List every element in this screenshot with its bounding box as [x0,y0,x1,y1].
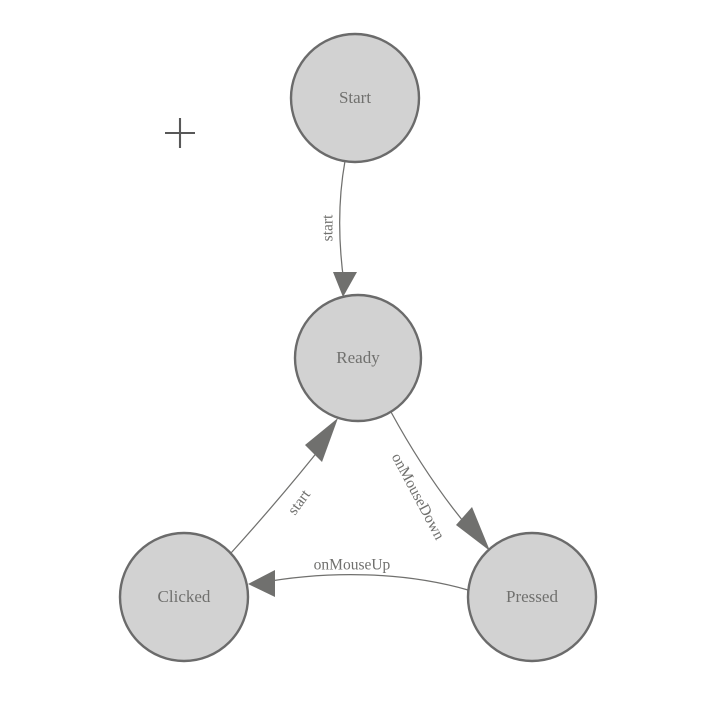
edge-pressed-to-clicked[interactable]: onMouseUp [248,557,469,597]
node-circle-pressed[interactable] [466,531,598,663]
node-label-clicked: Clicked [158,587,211,606]
node-circle-clicked[interactable] [118,531,250,663]
node-label-pressed: Pressed [506,587,558,606]
node-clicked[interactable]: Clicked [118,531,250,663]
edge-label-clicked-to-ready: start [285,486,315,518]
edge-path-start-to-ready[interactable] [339,160,346,284]
node-ready[interactable]: Ready [293,293,423,423]
edge-clicked-to-ready[interactable]: start [230,418,338,554]
node-start[interactable]: Start [289,32,421,164]
edge-start-to-ready[interactable]: start [320,160,357,297]
arrowhead-ready-to-pressed [456,507,490,551]
node-circle-ready[interactable] [293,293,423,423]
arrowhead-start-to-ready [333,272,357,297]
arrowhead-pressed-to-clicked [248,570,275,597]
edge-path-pressed-to-clicked[interactable] [258,574,469,591]
node-circle-start[interactable] [289,32,421,164]
edge-label-ready-to-pressed: onMouseDown [388,450,448,543]
arrowhead-clicked-to-ready [305,418,338,462]
node-label-ready: Ready [336,348,380,367]
crosshair-icon [165,118,195,148]
edge-ready-to-pressed[interactable]: onMouseDown [388,411,490,551]
node-pressed[interactable]: Pressed [466,531,598,663]
edge-label-start-to-ready: start [320,214,337,241]
edge-label-pressed-to-clicked: onMouseUp [314,557,391,574]
node-label-start: Start [339,88,371,107]
